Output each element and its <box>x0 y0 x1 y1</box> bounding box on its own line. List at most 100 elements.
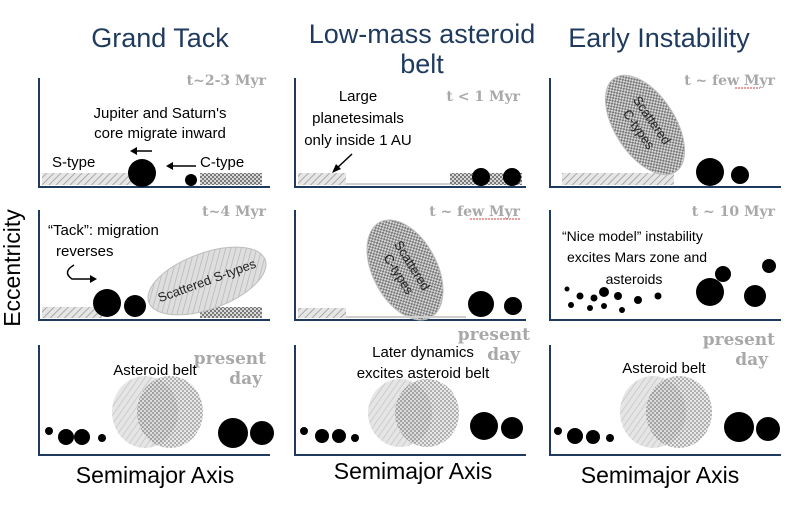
small-body <box>619 307 625 313</box>
time-label-line-2: day <box>735 350 769 370</box>
panel-axes <box>549 345 781 456</box>
panel-instability-nice: t ~ 10 Myr “Nice model” instability exci… <box>549 204 781 321</box>
small-body <box>599 287 609 297</box>
panel-axes <box>38 345 270 456</box>
s-type-label: S-type <box>52 154 95 171</box>
panel-axes <box>38 78 270 188</box>
uranus <box>744 285 766 307</box>
time-label: t ~ 10 Myr <box>692 204 776 220</box>
panel-instability-early: t ~ few Myr Scattered C-types <box>549 73 781 188</box>
note-line-1: Jupiter and Saturn's <box>94 105 227 122</box>
jupiter <box>93 289 121 317</box>
venus <box>58 429 74 445</box>
note-line-2: reverses <box>56 243 114 260</box>
inward-arrowhead <box>130 147 137 155</box>
c-type-region <box>200 173 262 185</box>
earth <box>586 430 600 444</box>
note-line-2: core migrate inward <box>94 125 226 142</box>
small-body <box>590 294 598 302</box>
jupiter <box>724 412 754 442</box>
panel-grand-tack-present: present day Asteroid belt <box>38 345 274 456</box>
column-title-low-mass-line1: Low-mass asteroid <box>309 19 536 49</box>
saturn-core <box>185 174 197 186</box>
panel-low-mass-scattered: t ~ few Myr Scattered C-types <box>294 204 526 321</box>
pointer-arrowhead <box>332 164 341 173</box>
c-type-arrowhead <box>166 162 173 170</box>
note-line-1: Large <box>339 88 377 105</box>
saturn-core <box>503 168 521 186</box>
jupiter <box>696 278 724 306</box>
jupiter <box>696 158 724 186</box>
panel-low-mass-early: t < 1 Myr Large planetesimals only insid… <box>294 78 526 188</box>
panel-low-mass-present: present day Later dynamics excites aster… <box>294 325 530 456</box>
mars <box>98 434 106 442</box>
saturn <box>731 166 749 184</box>
time-label-line-1: present <box>194 349 266 369</box>
column-title-low-mass-line2: belt <box>400 49 444 79</box>
small-body <box>587 305 593 311</box>
time-label: t ~ few Myr <box>684 73 775 89</box>
small-body <box>601 303 607 309</box>
panel-axes <box>549 210 781 321</box>
note-line-1: Asteroid belt <box>622 360 706 377</box>
earth <box>74 429 90 445</box>
jupiter <box>470 412 498 440</box>
note-line-2: excites asteroid belt <box>357 365 490 382</box>
time-label: t~2-3 Myr <box>187 73 267 89</box>
saturn <box>124 295 146 317</box>
panel-axes <box>294 345 526 456</box>
note-line-2: planetesimals <box>312 110 404 127</box>
time-label: t ~ few Myr <box>429 204 520 220</box>
jupiter-core <box>128 159 156 187</box>
s-type-region <box>42 307 102 318</box>
column-title-grand-tack: Grand Tack <box>91 23 229 53</box>
small-body <box>634 296 642 304</box>
mercury <box>45 427 53 435</box>
belt-c-region <box>137 376 203 448</box>
time-label-line-1: present <box>458 325 530 345</box>
small-body <box>654 292 662 300</box>
note-line-2: excites Mars zone and <box>567 249 707 265</box>
small-body <box>564 286 570 292</box>
jupiter <box>218 418 248 448</box>
panel-axes <box>294 210 526 321</box>
inner-region <box>298 173 346 185</box>
x-axis-label-low-mass: Semimajor Axis <box>334 458 492 484</box>
s-type-region <box>562 173 674 185</box>
saturn <box>250 421 274 445</box>
note-line-3: only inside 1 AU <box>304 132 412 149</box>
panel-axes <box>38 210 270 321</box>
belt-c-region <box>395 379 459 447</box>
venus <box>567 428 583 444</box>
earth <box>332 429 346 443</box>
time-label-line-2: day <box>487 345 521 365</box>
note-line-1: Asteroid belt <box>113 362 197 379</box>
saturn <box>504 297 522 315</box>
mars <box>351 434 359 442</box>
reversal-arrowhead <box>90 275 97 283</box>
time-label-line-2: day <box>229 369 263 389</box>
saturn <box>715 266 731 282</box>
jupiter-core <box>472 168 490 186</box>
small-body <box>614 292 622 300</box>
y-axis-label: Eccentricity <box>0 209 25 327</box>
venus <box>315 429 329 443</box>
saturn <box>501 417 523 439</box>
s-type-region <box>42 173 132 185</box>
small-body <box>568 302 574 308</box>
mercury <box>300 427 308 435</box>
time-label: t < 1 Myr <box>446 89 520 105</box>
note-line-1: “Tack”: migration <box>48 222 159 239</box>
panel-grand-tack-tack: t~4 Myr “Tack”: migration reverses Scatt… <box>38 204 270 321</box>
small-body <box>576 292 584 300</box>
saturn <box>756 417 780 441</box>
pointer-arrow <box>335 153 353 170</box>
time-label: t~4 Myr <box>202 204 266 220</box>
scattered-s-types-oval <box>147 246 267 316</box>
panel-axes <box>549 78 781 188</box>
panel-grand-tack-early: t~2-3 Myr Jupiter and Saturn's core migr… <box>38 73 270 188</box>
note-line-1: Later dynamics <box>372 344 474 361</box>
panel-axes <box>294 78 526 188</box>
column-title-early-instability: Early Instability <box>568 23 750 53</box>
